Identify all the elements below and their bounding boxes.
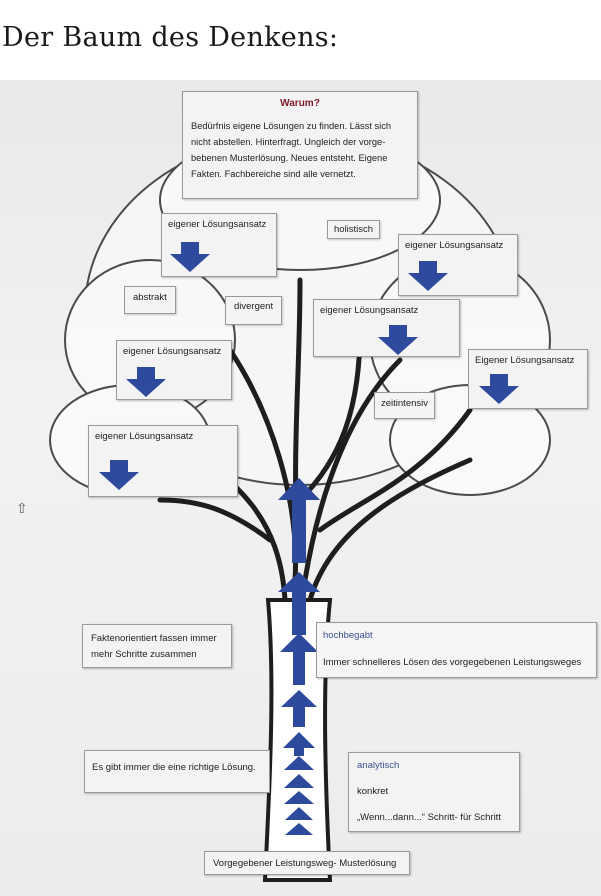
warum-title: Warum?	[280, 98, 320, 109]
approach-label: Eigener Lösungsansatz	[475, 355, 575, 366]
note-hochbegabt: hochbegabt Immer schnelleres Lösen des v…	[316, 622, 597, 678]
warum-box: Warum? Bedürfnis eigene Lösungen zu find…	[182, 91, 418, 199]
tag-zeitintensiv: zeitintensiv	[374, 392, 435, 419]
approach-label: eigener Lösungsansatz	[405, 240, 504, 251]
hochbegabt-text: Immer schnelleres Lösen des vorgegebenen…	[323, 657, 582, 668]
page-heading: Der Baum des Denkens:	[2, 22, 339, 53]
down-arrow-icon	[408, 261, 448, 291]
approach-label: eigener Lösungsansatz	[168, 219, 267, 230]
warum-text: Bedürfnis eigene Lösungen zu finden. Läs…	[191, 121, 392, 179]
note-faktenorientiert: Faktenorientiert fassen immer mehr Schri…	[82, 624, 232, 668]
tree-diagram-photo: Warum? Bedürfnis eigene Lösungen zu find…	[0, 80, 601, 896]
approach-box: Eigener Lösungsansatz	[468, 349, 588, 409]
down-arrow-icon	[479, 374, 519, 404]
mouse-cursor-icon: ⇧	[16, 500, 28, 516]
approach-label: eigener Lösungsansatz	[123, 346, 222, 357]
tag-divergent: divergent	[225, 296, 283, 325]
down-arrow-icon	[126, 367, 166, 397]
down-arrow-icon	[170, 242, 210, 272]
down-arrow-icon	[378, 325, 418, 355]
analytisch-konkret: konkret	[357, 786, 389, 797]
hochbegabt-title: hochbegabt	[323, 630, 373, 641]
tag-holistisch: holistisch	[327, 220, 381, 239]
note-richtige-loesung: Es gibt immer die eine richtige Lösung.	[84, 750, 270, 793]
approach-label: eigener Lösungsansatz	[95, 431, 194, 442]
tag-abstrakt: abstrakt	[124, 286, 176, 314]
note-analytisch: analytisch konkret „Wenn...dann...“ Schr…	[348, 752, 520, 832]
note-musterloesung: Vorgegebener Leistungsweg- Musterlösung	[204, 851, 410, 875]
down-arrow-icon	[99, 460, 139, 490]
approach-box: eigener Lösungsansatz	[88, 425, 238, 497]
approach-box: eigener Lösungsansatz	[398, 234, 518, 296]
analytisch-wenn-dann: „Wenn...dann...“ Schritt- für Schritt	[357, 812, 501, 823]
approach-box: eigener Lösungsansatz	[161, 213, 277, 277]
approach-label: eigener Lösungsansatz	[320, 305, 419, 316]
analytisch-title: analytisch	[357, 760, 400, 771]
approach-box: eigener Lösungsansatz	[313, 299, 460, 357]
approach-box: eigener Lösungsansatz	[116, 340, 232, 400]
